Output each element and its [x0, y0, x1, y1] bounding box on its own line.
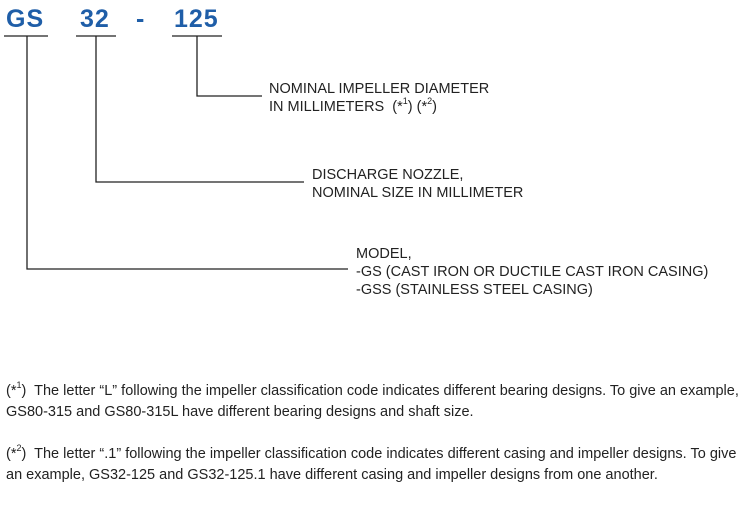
impeller-label: NOMINAL IMPELLER DIAMETER IN MILLIMETERS… — [269, 80, 489, 116]
impeller-label-text: IN MILLIMETERS — [269, 99, 385, 115]
nozzle-label-line2: NOMINAL SIZE IN MILLIMETER — [312, 185, 524, 201]
model-label: MODEL, -GS (CAST IRON OR DUCTILE CAST IR… — [356, 245, 708, 299]
nozzle-label: DISCHARGE NOZZLE, NOMINAL SIZE IN MILLIM… — [312, 166, 523, 202]
footnote-1: (*1) The letter “L” following the impell… — [6, 381, 742, 422]
impeller-code: 125 — [174, 5, 219, 33]
model-label-line2: -GS (CAST IRON OR DUCTILE CAST IRON CASI… — [356, 264, 709, 280]
nozzle-leader — [95, 36, 304, 183]
footnote-ref-1: (*1) — [392, 96, 413, 115]
impeller-label-line2: IN MILLIMETERS (*1) (*2) — [269, 96, 489, 116]
impeller-label-line1: NOMINAL IMPELLER DIAMETER — [269, 81, 490, 97]
footnote-2-text: The letter “.1” following the impeller c… — [6, 446, 737, 483]
model-code: GS — [6, 5, 45, 33]
footnote-2-marker: (*2) — [6, 443, 27, 462]
model-leader — [26, 36, 348, 270]
code-dash: - — [136, 5, 146, 33]
footnote-1-text: The letter “L” following the impeller cl… — [6, 383, 739, 420]
nozzle-label-line1: DISCHARGE NOZZLE, — [312, 167, 464, 183]
footnote-ref-2: (*2) — [416, 96, 437, 115]
footnote-2: (*2) The letter “.1” following the impel… — [6, 444, 742, 485]
footnote-1-marker: (*1) — [6, 380, 27, 399]
leader-lines — [4, 35, 348, 270]
impeller-leader — [196, 36, 262, 97]
model-label-line3: -GSS (STAINLESS STEEL CASING) — [356, 282, 593, 298]
model-label-line1: MODEL, — [356, 246, 412, 262]
nozzle-code: 32 — [80, 5, 110, 33]
